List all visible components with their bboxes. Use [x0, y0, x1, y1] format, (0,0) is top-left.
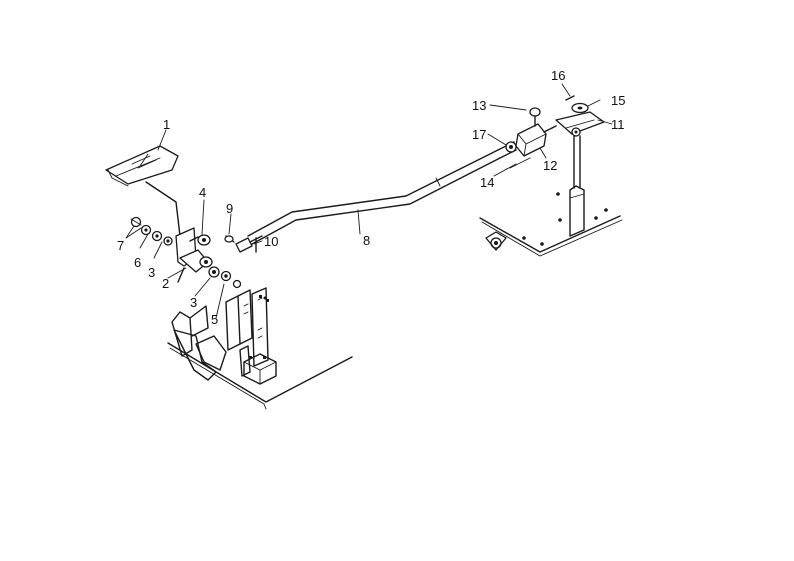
pivot-bracket — [175, 227, 213, 283]
callout-9: 9 — [226, 201, 233, 216]
callout-4: 4 — [199, 185, 206, 200]
rod-end-10 — [235, 235, 263, 253]
hardware-stack-right — [208, 266, 242, 289]
bolt-13 — [529, 107, 541, 127]
callout-12: 12 — [543, 158, 557, 173]
callout-2: 2 — [162, 276, 169, 291]
callout-14: 14 — [480, 175, 494, 190]
pedal-pad — [105, 145, 179, 187]
right-floor-plate — [479, 185, 623, 257]
callout-7: 7 — [117, 238, 124, 253]
callout-16: 16 — [551, 68, 565, 83]
callout-5: 5 — [211, 312, 218, 327]
pedal-bracket-assembly — [171, 287, 277, 385]
rod-end-12 — [515, 123, 557, 157]
callout-8: 8 — [363, 233, 370, 248]
callout-11: 11 — [611, 117, 625, 132]
callout-13: 13 — [472, 98, 486, 113]
callout-3b: 3 — [190, 295, 197, 310]
nut-17 — [505, 141, 517, 153]
cable-14 — [509, 157, 531, 169]
hardware-stack-left — [130, 216, 173, 246]
callout-17: 17 — [472, 127, 486, 142]
callout-15: 15 — [611, 93, 625, 108]
callout-1: 1 — [163, 117, 170, 132]
callout-6: 6 — [134, 255, 141, 270]
pedal-arm — [145, 181, 181, 237]
pin-9 — [224, 235, 235, 243]
leader-lines — [125, 83, 613, 319]
clevis-pin-4 — [189, 234, 211, 246]
callout-labels: 1 4 9 10 8 7 6 3 2 3 5 16 15 13 11 17 12… — [117, 68, 625, 327]
left-floor-plate — [167, 342, 353, 410]
callout-10: 10 — [264, 234, 278, 249]
top-bracket — [555, 95, 605, 189]
connecting-rod — [247, 141, 517, 245]
callout-3a: 3 — [148, 265, 155, 280]
